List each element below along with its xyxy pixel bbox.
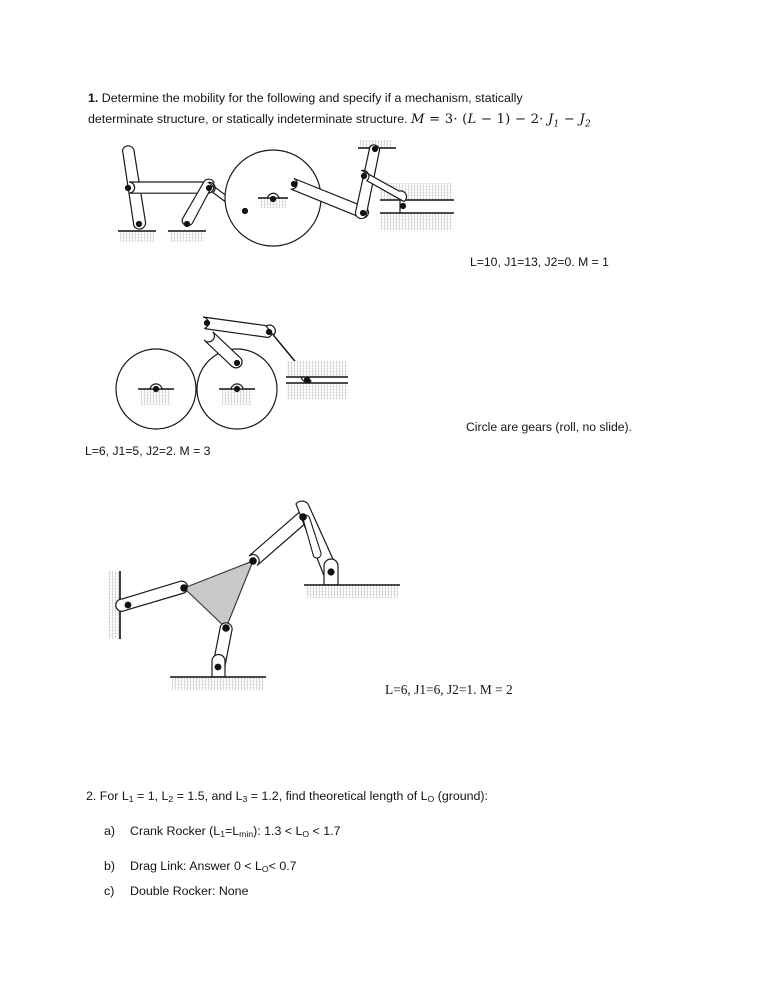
ternary-triangle-link: [182, 559, 255, 630]
formula-J1: J1: [547, 112, 560, 130]
gear-right-center-support: [219, 383, 255, 405]
problem-1-number: 1.: [88, 91, 99, 105]
answer-a-after: ): 1.3 < L: [253, 824, 303, 838]
figure-3-mechanism: [100, 495, 400, 705]
problem-1-line2: determinate structure, or statically ind…: [88, 112, 408, 126]
L0-sub: O: [427, 794, 435, 805]
answer-b-before: Drag Link: Answer 0 < L: [130, 859, 262, 874]
problem-2-L0: LO: [420, 789, 435, 805]
answer-item-a: a) Crank Rocker (L1=Lmin): 1.3 < LO < 1.…: [104, 820, 664, 845]
L3-label: L: [235, 789, 243, 803]
pin-joints-figure-2: [152, 319, 311, 393]
formula-dot-1: ·: [453, 112, 458, 127]
formula-dot-2: ·: [539, 112, 544, 127]
answer-item-c: c) Double Rocker: None: [104, 880, 664, 902]
slider-track-2: [286, 361, 348, 399]
ground-support-hatch-mid: [168, 230, 206, 242]
link-to-slider: [360, 169, 408, 203]
figure-3-caption: L=6, J1=6, J2=1. M = 2: [385, 682, 513, 697]
link-from-ceiling: [354, 144, 381, 220]
formula-3: 3: [444, 112, 454, 127]
formula-equals: =: [429, 112, 441, 127]
figure-1-mechanism: [108, 138, 468, 258]
problem-2-number: 2.: [86, 789, 97, 803]
figure-2-note: Circle are gears (roll, no slide).: [466, 420, 632, 434]
problem-2-L3-value: = 1.2, find theoretical length of: [250, 789, 418, 803]
answer-c-marker: c): [104, 884, 115, 899]
problem-2-L3: L3: [235, 789, 248, 805]
slider-track: [380, 183, 454, 230]
ground-support-hatch-left: [118, 230, 156, 242]
problem-2-L2: L2: [161, 789, 174, 805]
answer-b-after: < 0.7: [268, 859, 297, 874]
ground-support-bottom: [170, 653, 266, 690]
formula-M: M: [411, 112, 425, 127]
answer-a-sub1: 1: [220, 829, 226, 840]
answer-b-marker: b): [104, 859, 116, 874]
problem-2-prefix: For: [99, 789, 119, 803]
formula-2: 2: [530, 112, 540, 127]
formula-L: L: [467, 112, 477, 127]
problem-2-L1: L1: [121, 789, 134, 805]
answer-b-sub1: O: [261, 864, 269, 875]
answer-a-text: Crank Rocker (L1=Lmin): 1.3 < LO < 1.7: [130, 820, 340, 845]
problem-2-answers: a) Crank Rocker (L1=Lmin): 1.3 < LO < 1.…: [104, 820, 664, 902]
pin-joints-figure-1: [124, 145, 407, 228]
formula-J2-base: J: [579, 112, 585, 127]
problem-2-L1-value: = 1,: [137, 789, 159, 803]
formula-rparen: ): [505, 112, 511, 127]
formula-J2-sub: 2: [584, 119, 591, 130]
formula-J1-sub: 1: [553, 119, 560, 130]
L3-sub: 3: [242, 794, 248, 805]
link-second-vertical: [181, 178, 215, 227]
figure-1-caption: L=10, J1=13, J2=0. M = 1: [470, 255, 609, 269]
pin-joints-figure-3: [124, 513, 335, 671]
figure-2-caption: L=6, J1=5, J2=2. M = 3: [85, 444, 211, 458]
L0-label: L: [420, 789, 428, 803]
formula-J2: J2: [579, 112, 591, 130]
answer-b-text: Drag Link: Answer 0 < LO< 0.7: [130, 855, 297, 880]
problem-2-suffix: (ground):: [437, 789, 488, 803]
L1-label: L: [121, 789, 129, 803]
answer-a-end: < 1.7: [309, 824, 341, 838]
problem-1-statement: 1. Determine the mobility for the follow…: [88, 88, 688, 136]
gear-left-center-support: [138, 383, 174, 405]
answer-a-before: Crank Rocker (L: [130, 824, 221, 838]
formula-minus-2: −: [514, 112, 527, 127]
formula-minus-3: −: [563, 112, 576, 127]
link-upper-middle: [202, 316, 274, 339]
problem-2-statement: 2. For L1 = 1, L2 = 1.5, and L3 = 1.2, f…: [86, 789, 488, 804]
link-wall-to-triangle: [115, 580, 189, 613]
link-gear-to-upper: [203, 331, 243, 369]
answer-a-marker: a): [104, 824, 116, 838]
figure-2-gear-mechanism: [108, 305, 468, 435]
answer-item-b: b) Drag Link: Answer 0 < LO< 0.7: [104, 855, 664, 880]
answer-a-mid: =L: [225, 824, 240, 838]
L2-label: L: [161, 789, 169, 803]
problem-2-L2-value: = 1.5, and: [176, 789, 233, 803]
mobility-formula: M = 3· (L − 1) − 2· J1 − J2: [411, 112, 591, 130]
problem-1-line1: Determine the mobility for the following…: [101, 91, 523, 105]
formula-lparen: (: [462, 112, 468, 127]
formula-minus-1: −: [480, 112, 493, 127]
answer-a-sub3: O: [302, 829, 310, 840]
formula-1: 1: [496, 112, 506, 127]
answer-c-text: Double Rocker: None: [130, 884, 249, 899]
L2-sub: 2: [168, 794, 174, 805]
L1-sub: 1: [128, 794, 134, 805]
formula-J1-base: J: [547, 112, 554, 127]
answer-a-sub2: min: [239, 829, 254, 840]
ground-support-right: [304, 558, 400, 598]
